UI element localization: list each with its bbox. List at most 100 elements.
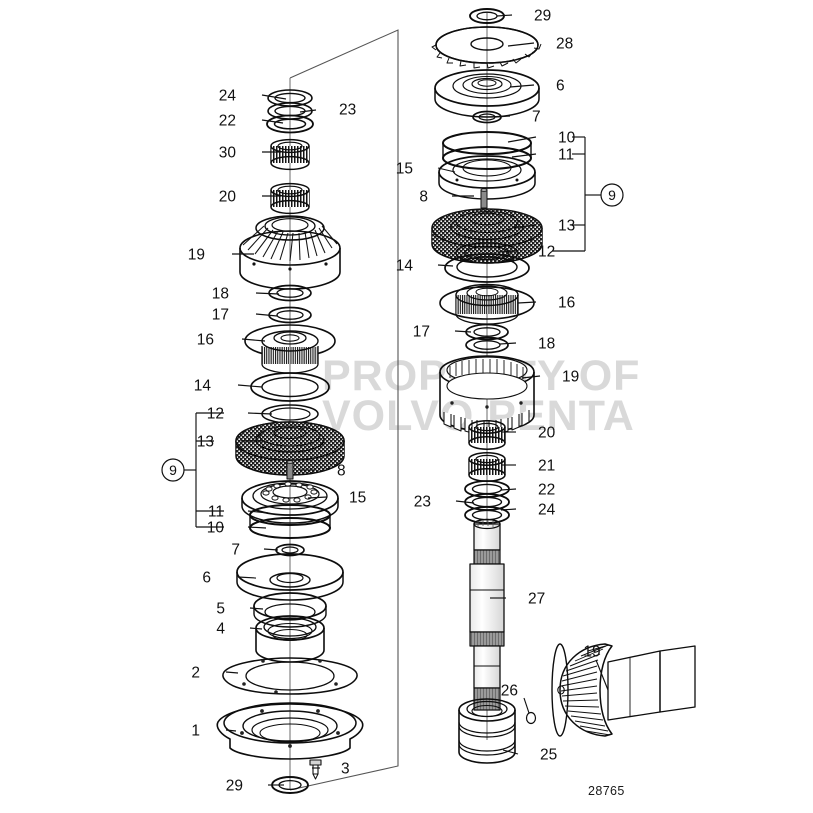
part-6-cover-right xyxy=(434,69,540,118)
callout-24[interactable]: 24 xyxy=(219,88,287,105)
callout-26[interactable]: 26 xyxy=(501,683,530,714)
callout-leader-line xyxy=(511,153,537,158)
callout-29[interactable]: 29 xyxy=(496,8,551,25)
callout-number-17: 17 xyxy=(212,307,229,324)
callout-19[interactable]: 19 xyxy=(583,644,609,691)
callout-17[interactable]: 17 xyxy=(413,324,472,341)
callout-19[interactable]: 19 xyxy=(188,247,254,264)
callout-number-23: 23 xyxy=(339,102,356,119)
callout-number-20: 20 xyxy=(219,189,237,206)
callout-number-5: 5 xyxy=(216,601,225,618)
callout-10[interactable]: 10 xyxy=(207,520,267,537)
callout-27[interactable]: 27 xyxy=(490,591,545,608)
left-column-parts xyxy=(216,89,364,794)
part-14-ring-right xyxy=(444,253,530,283)
callout-leader-line xyxy=(595,659,609,691)
callout-number-8: 8 xyxy=(337,463,346,480)
callout-number-29: 29 xyxy=(534,8,551,25)
part-28-toothed-disc xyxy=(431,26,542,69)
callout-3[interactable]: 3 xyxy=(312,761,350,778)
callout-15[interactable]: 15 xyxy=(307,490,366,507)
figure-id: 28765 xyxy=(588,784,625,798)
callout-number-27: 27 xyxy=(528,591,545,608)
callout-12[interactable]: 12 xyxy=(207,406,273,423)
callout-8[interactable]: 8 xyxy=(299,463,346,480)
callout-8[interactable]: 8 xyxy=(419,189,474,206)
callout-6[interactable]: 6 xyxy=(509,78,565,95)
callout-4[interactable]: 4 xyxy=(216,621,263,638)
callout-13[interactable]: 13 xyxy=(197,434,263,451)
callout-7[interactable]: 7 xyxy=(231,542,279,559)
callout-6[interactable]: 6 xyxy=(202,570,257,587)
part-26-ball-detent xyxy=(525,711,537,725)
callout-number-28: 28 xyxy=(556,36,573,53)
callout-leader-line xyxy=(255,292,280,295)
part-19-pinion-gear xyxy=(551,643,696,737)
callout-5[interactable]: 5 xyxy=(216,601,264,618)
callout-20[interactable]: 20 xyxy=(219,189,281,206)
callout-leader-line xyxy=(261,119,284,124)
callout-leader-line xyxy=(455,500,475,504)
callout-number-26: 26 xyxy=(501,683,518,700)
callout-number-19: 19 xyxy=(188,247,205,264)
callout-leader-line xyxy=(500,488,517,491)
callout-16[interactable]: 16 xyxy=(517,295,575,312)
callout-22[interactable]: 22 xyxy=(500,482,555,499)
callout-number-25: 25 xyxy=(540,747,557,764)
part-10-snap-ring-left xyxy=(249,515,331,539)
callout-11[interactable]: 11 xyxy=(511,147,574,164)
part-11-snap-ring-right xyxy=(442,143,532,170)
part-12-ring-right xyxy=(455,242,519,264)
callout-13[interactable]: 13 xyxy=(511,218,575,235)
group-9-circle-left xyxy=(161,458,185,482)
callout-leader-line xyxy=(225,671,239,674)
callout-11[interactable]: 11 xyxy=(208,504,269,521)
callout-leader-line xyxy=(299,109,317,113)
callout-19[interactable]: 19 xyxy=(521,369,579,386)
part-5-seal-left xyxy=(253,592,327,628)
callout-leader-line xyxy=(521,375,541,379)
callout-10[interactable]: 10 xyxy=(507,130,576,147)
callout-1[interactable]: 1 xyxy=(191,723,237,740)
callout-20[interactable]: 20 xyxy=(502,425,556,442)
callout-number-24: 24 xyxy=(538,502,556,519)
part-8-dowel-pin-left xyxy=(286,460,294,480)
callout-25[interactable]: 25 xyxy=(502,747,557,764)
part-13-clutch-pack-right xyxy=(431,208,543,264)
callout-23[interactable]: 23 xyxy=(414,494,475,511)
part-22-washer-left xyxy=(266,114,314,134)
callout-17[interactable]: 17 xyxy=(212,307,278,324)
callout-18[interactable]: 18 xyxy=(499,336,555,353)
callout-24[interactable]: 24 xyxy=(500,502,556,519)
callout-30[interactable]: 30 xyxy=(219,145,281,162)
callout-leader-line xyxy=(247,526,267,529)
callout-29[interactable]: 29 xyxy=(226,778,284,795)
callout-leader-line xyxy=(255,313,278,317)
callout-12[interactable]: 12 xyxy=(497,244,555,261)
callout-22[interactable]: 22 xyxy=(219,113,284,130)
callout-2[interactable]: 2 xyxy=(191,665,239,682)
callout-15[interactable]: 15 xyxy=(396,161,456,178)
callout-number-13: 13 xyxy=(197,434,214,451)
callout-leader-line xyxy=(307,496,328,499)
callout-leader-line xyxy=(511,224,537,229)
callout-leader-line xyxy=(502,749,519,755)
part-20-needle-bearing-left xyxy=(270,182,310,215)
callout-number-7: 7 xyxy=(532,109,541,126)
callout-18[interactable]: 18 xyxy=(212,286,280,303)
callout-16[interactable]: 16 xyxy=(197,332,266,349)
callout-number-18: 18 xyxy=(538,336,555,353)
callout-14[interactable]: 14 xyxy=(396,258,454,275)
callout-leader-line xyxy=(437,264,454,267)
callout-leader-line xyxy=(249,627,263,630)
callout-number-11: 11 xyxy=(558,147,574,164)
part-6-cover-left xyxy=(236,553,344,601)
callout-7[interactable]: 7 xyxy=(495,109,541,126)
callout-leader-line xyxy=(263,548,279,551)
callout-23[interactable]: 23 xyxy=(299,102,356,119)
callout-28[interactable]: 28 xyxy=(507,36,573,53)
callout-21[interactable]: 21 xyxy=(501,458,555,475)
callout-14[interactable]: 14 xyxy=(194,378,263,395)
